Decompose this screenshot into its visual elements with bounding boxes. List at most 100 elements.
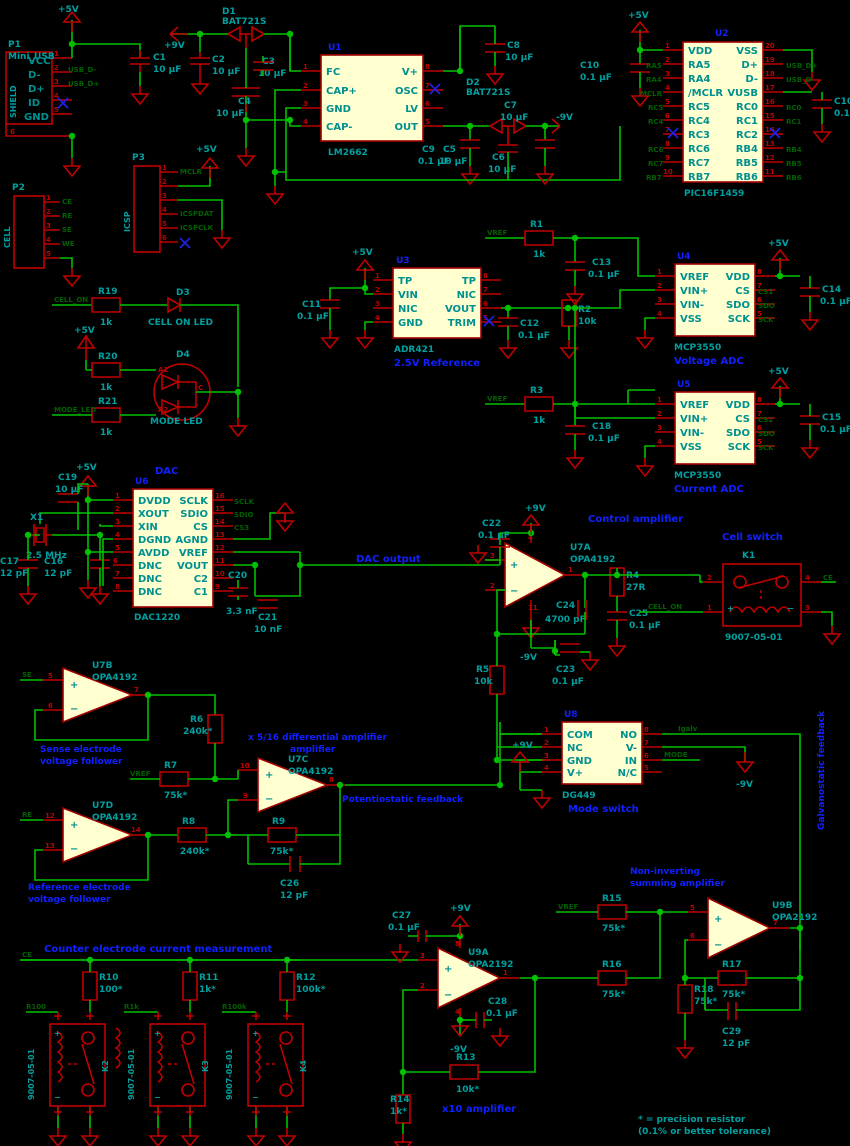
u2-l5: RC4	[688, 116, 710, 127]
r2-ref: R2	[578, 305, 591, 315]
u6-r3: AGND	[175, 535, 208, 546]
k2-part: 9007-05-01	[27, 1048, 36, 1100]
u1-r0: V+	[402, 67, 418, 78]
svg-text:4: 4	[162, 206, 167, 214]
svg-text:3: 3	[54, 78, 59, 86]
u6-l1: XOUT	[138, 509, 169, 520]
net-potentiostatic: Potentiostatic feedback	[342, 795, 464, 805]
svg-text:WE: WE	[62, 240, 75, 248]
u5-desc: Current ADC	[674, 484, 744, 495]
p1-shield: SHIELD	[9, 85, 18, 118]
k3-part: 9007-05-01	[127, 1048, 136, 1100]
c27-val: 0.1 µF	[388, 923, 420, 933]
u7a-pin-p: 3	[490, 552, 495, 560]
svg-text:2: 2	[657, 410, 662, 418]
svg-text:CELL_ON: CELL_ON	[648, 603, 682, 611]
u6-r4: VREF	[179, 548, 208, 559]
svg-text:1: 1	[115, 492, 120, 500]
u7d-pin-p: 12	[45, 812, 55, 820]
svg-text:RB4: RB4	[786, 146, 802, 154]
svg-text:+: +	[510, 560, 518, 571]
svg-text:2: 2	[707, 574, 712, 582]
c28-val: 0.1 µF	[486, 1009, 518, 1019]
svg-text:+: +	[252, 1029, 259, 1038]
ic-u4: U4 MCP3550 Voltage ADC 12 34 87 65 VREF …	[636, 239, 850, 367]
svg-text:3: 3	[46, 222, 51, 230]
c18-ref: C18	[592, 422, 611, 432]
footnote: * = precision resistor (0.1% or better t…	[638, 1115, 771, 1137]
svg-text:2: 2	[115, 505, 120, 513]
rail-5v-u7a: +9V	[525, 504, 546, 514]
svg-text:VREF: VREF	[130, 770, 151, 778]
svg-text:2: 2	[375, 286, 380, 294]
svg-text:summing amplifier: summing amplifier	[630, 879, 725, 889]
u2-l4: RC5	[688, 102, 710, 113]
c23-val: 0.1 µF	[552, 677, 584, 687]
svg-text:R1k: R1k	[124, 1003, 139, 1011]
svg-text:−: −	[252, 1093, 259, 1102]
svg-text:2: 2	[665, 56, 670, 64]
p1-pin-gnd: GND	[24, 112, 49, 123]
r4-ref: R4	[626, 571, 639, 581]
c13-val: 0.1 µF	[588, 270, 620, 280]
note-line2: (0.1% or better tolerance)	[638, 1127, 771, 1137]
u4-l3: VSS	[680, 314, 702, 325]
u7d-pin-n: 13	[45, 842, 55, 850]
svg-text:3: 3	[805, 604, 810, 612]
u6-r2: CS	[193, 522, 208, 533]
u5-l2: VIN-	[680, 428, 704, 439]
svg-text:6: 6	[10, 128, 15, 136]
svg-text:20: 20	[765, 42, 775, 50]
svg-text:6: 6	[757, 424, 762, 432]
rail-5v-u3: +5V	[352, 248, 373, 258]
c10-ref: C10	[580, 61, 599, 71]
c23-ref: C23	[556, 665, 575, 675]
svg-text:R100: R100	[26, 1003, 46, 1011]
r17-ref: R17	[722, 960, 741, 970]
svg-text:4: 4	[657, 438, 662, 446]
u8-r1: V-	[626, 743, 637, 754]
connector-p3: P3 ICSP 12 34 56 MCLR ICSPDAT ICSPCLK +5…	[123, 145, 231, 253]
k4-part: 9007-05-01	[225, 1048, 234, 1100]
c19-ref: C19	[58, 473, 77, 483]
u6-r5: VOUT	[177, 561, 208, 572]
r1-val: 1k	[533, 250, 546, 260]
svg-text:6: 6	[113, 557, 118, 565]
svg-text:CS2: CS2	[758, 416, 773, 424]
u1-ref: U1	[328, 43, 342, 53]
d1-ref: D1	[222, 7, 236, 17]
c11-ref: C11	[302, 300, 321, 310]
rail-5v-u4: +5V	[768, 239, 789, 249]
k3-ref: K3	[201, 1060, 210, 1072]
c17-ref: C17	[0, 557, 19, 567]
u8-part: DG449	[562, 791, 596, 801]
c29-ref: C29	[722, 1027, 741, 1037]
p1-pin-id: ID	[28, 98, 40, 109]
r11-ref: R11	[199, 973, 218, 983]
p1-ref: P1	[8, 40, 21, 50]
u5-part: MCP3550	[674, 471, 721, 481]
svg-text:RC7: RC7	[648, 160, 664, 168]
svg-text:RE: RE	[22, 811, 32, 819]
ic-u1: U1 LM2662 12 34 87 65 FC CAP+ GND CAP- V…	[266, 25, 621, 205]
u9b-pin-out: 7	[773, 919, 778, 927]
r8-val: 240k*	[180, 847, 210, 857]
u8-l0: COM	[567, 730, 593, 741]
r3-ref: R3	[530, 386, 543, 396]
filter-r3: VREF R3 1k C18 0.1 µF	[485, 386, 655, 469]
u7a-desc: Control amplifier	[588, 514, 683, 525]
svg-text:SCK: SCK	[758, 316, 774, 324]
svg-text:−: −	[714, 940, 722, 951]
r16-val: 75k*	[602, 990, 626, 1000]
svg-text:3: 3	[162, 192, 167, 200]
svg-text:4: 4	[375, 314, 380, 322]
c16-val: 12 pF	[44, 569, 72, 579]
svg-text:+: +	[154, 1029, 161, 1038]
u2-l0: VDD	[688, 46, 712, 57]
u2-r8: RB5	[736, 158, 758, 169]
u5-r1: CS	[735, 414, 750, 425]
svg-text:VREF: VREF	[487, 229, 508, 237]
k4-ref: K4	[299, 1060, 308, 1072]
